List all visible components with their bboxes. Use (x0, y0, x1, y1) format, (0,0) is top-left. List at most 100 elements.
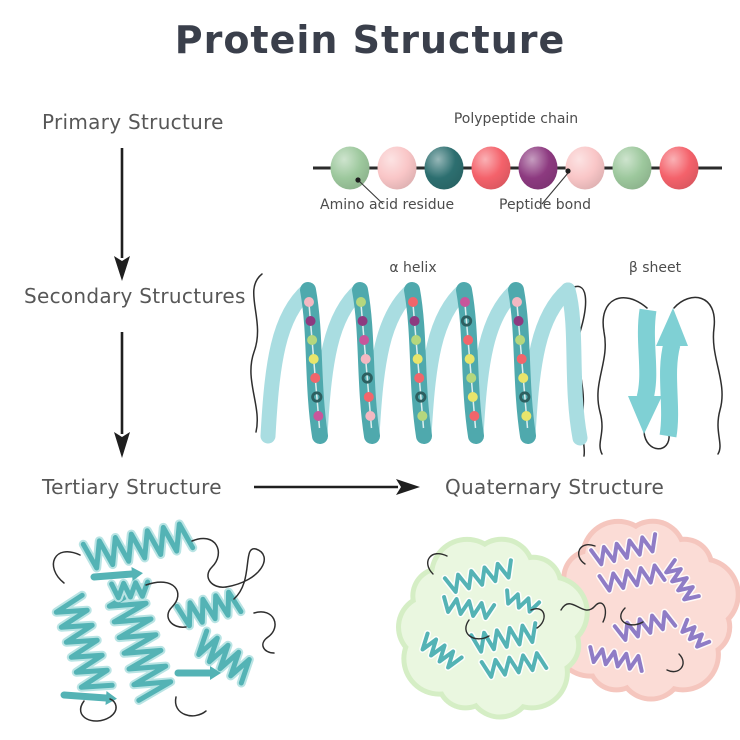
helix-residue-bead (407, 297, 418, 307)
helix-residue-bead (464, 354, 475, 364)
helix-residue-bead (313, 411, 324, 421)
tertiary-helix-coil (53, 592, 115, 690)
helix-residue-bead (515, 335, 526, 345)
beta-sheet-label: β sheet (628, 260, 682, 276)
arrow-primary-to-secondary-icon (114, 148, 130, 281)
helix-residue-bead (359, 335, 370, 345)
subunit-connector-chain (560, 602, 607, 623)
amino-acid-bead (518, 146, 558, 190)
helix-tail (560, 282, 588, 446)
tertiary-helix-coil (106, 585, 174, 703)
green-subunit-helix (442, 595, 497, 620)
helix-residue-bead (513, 316, 524, 326)
quaternary-structure-label: Quaternary Structure (445, 475, 665, 499)
helix-back-turn (364, 282, 420, 444)
helix-ribbon (260, 282, 588, 446)
helix-back-turn (416, 282, 472, 444)
tertiary-strand-arrow (131, 567, 143, 581)
helix-residue-bead (310, 373, 321, 383)
helix-residue-bead (518, 373, 529, 383)
helix-residue-bead (415, 391, 427, 403)
helix-residue-bead (467, 392, 478, 402)
helix-residue-bead (308, 354, 319, 364)
amino-acid-bead (330, 146, 370, 190)
tertiary-structure-label: Tertiary Structure (42, 475, 222, 499)
tertiary-strand-arrow (210, 666, 221, 680)
helix-residue-bead (516, 354, 527, 364)
helix-residue-bead (521, 411, 532, 421)
tertiary-structure-illustration (51, 519, 276, 722)
bond-pointer-line (541, 172, 569, 205)
residue-pointer-dot (355, 177, 361, 183)
pink-subunit-helix (588, 645, 644, 673)
helix-residue-bead (469, 411, 480, 421)
bond-pointer-dot (565, 168, 571, 174)
quaternary-structure-illustration (396, 518, 740, 720)
polypeptide-chain-illustration (313, 146, 722, 205)
pink-subunit-helix (680, 617, 712, 649)
helix-residue-bead (357, 316, 368, 326)
pink-subunit-helix (597, 563, 667, 593)
alpha-helix-label: α helix (389, 260, 437, 276)
green-subunit-helix (505, 588, 542, 614)
helix-residue-bead (361, 372, 373, 384)
beta-strand-down-arrowhead (628, 396, 662, 434)
helix-residue-bead (363, 392, 374, 402)
beta-strand-down-body (636, 308, 657, 401)
amino-acid-bead (565, 146, 605, 190)
alpha-helix-illustration (250, 273, 588, 457)
green-subunit-helix (442, 558, 513, 594)
residue-pointer-line (357, 179, 384, 205)
secondary-structures-label: Secondary Structures (24, 284, 246, 308)
helix-residue-bead (466, 373, 477, 383)
amino-acid-bead (612, 146, 652, 190)
helix-residue-bead (305, 316, 316, 326)
tertiary-helices (51, 519, 254, 705)
polypeptide-chain-label: Polypeptide chain (453, 111, 579, 127)
beta-strand-up-body (659, 341, 681, 438)
helix-residue-bead (463, 335, 474, 345)
primary-structure-label: Primary Structure (42, 110, 224, 134)
sheet-bottom-loop (643, 431, 670, 450)
helix-back-turn (260, 282, 316, 444)
sheet-left-loop (597, 297, 648, 455)
arrow-tertiary-to-quaternary-icon (254, 479, 420, 495)
beta-sheet-illustration (597, 296, 723, 455)
helix-back-turn (312, 282, 368, 444)
helix-residue-bead (303, 297, 314, 307)
quaternary-loops (427, 544, 684, 673)
helix-residue-bead (411, 335, 422, 345)
helix-residue-bead (511, 297, 522, 307)
helix-residue-bead (412, 354, 423, 364)
page-title: Protein Structure (174, 18, 566, 62)
green-subunit-helix (479, 651, 549, 679)
helix-residue-bead (417, 411, 428, 421)
helix-residue-bead (360, 354, 371, 364)
helix-residue-bead (365, 411, 376, 421)
helix-back-turn (520, 282, 576, 444)
sheet-right-loop (673, 296, 723, 455)
helix-residue-bead (460, 315, 473, 327)
helix-residue-bead (409, 316, 420, 326)
helix-left-terminal-coil (250, 273, 263, 433)
tertiary-strand-arrow (105, 691, 117, 705)
arrow-secondary-to-tertiary-icon (114, 332, 130, 458)
amino-acid-bead (471, 146, 511, 190)
helix-residue-bead (459, 297, 470, 307)
tertiary-helix-coil (80, 521, 196, 571)
helix-residue-bead (307, 335, 318, 345)
tertiary-loops (52, 537, 276, 722)
pink-subunit-helix (664, 558, 701, 602)
amino-acid-residue-label: Amino acid residue (320, 197, 455, 213)
tertiary-helix-coil (109, 579, 151, 601)
tertiary-helix-coil (196, 628, 252, 686)
peptide-bond-label: Peptide bond (499, 197, 591, 213)
green-subunit-helix (420, 631, 464, 670)
helix-back-turn (468, 282, 524, 444)
helix-residue-bead (414, 373, 425, 383)
helix-residue-bead (519, 391, 531, 403)
beta-strand-up-arrowhead (656, 308, 688, 346)
amino-acid-bead (377, 146, 417, 190)
pink-subunit-helix (612, 610, 678, 642)
